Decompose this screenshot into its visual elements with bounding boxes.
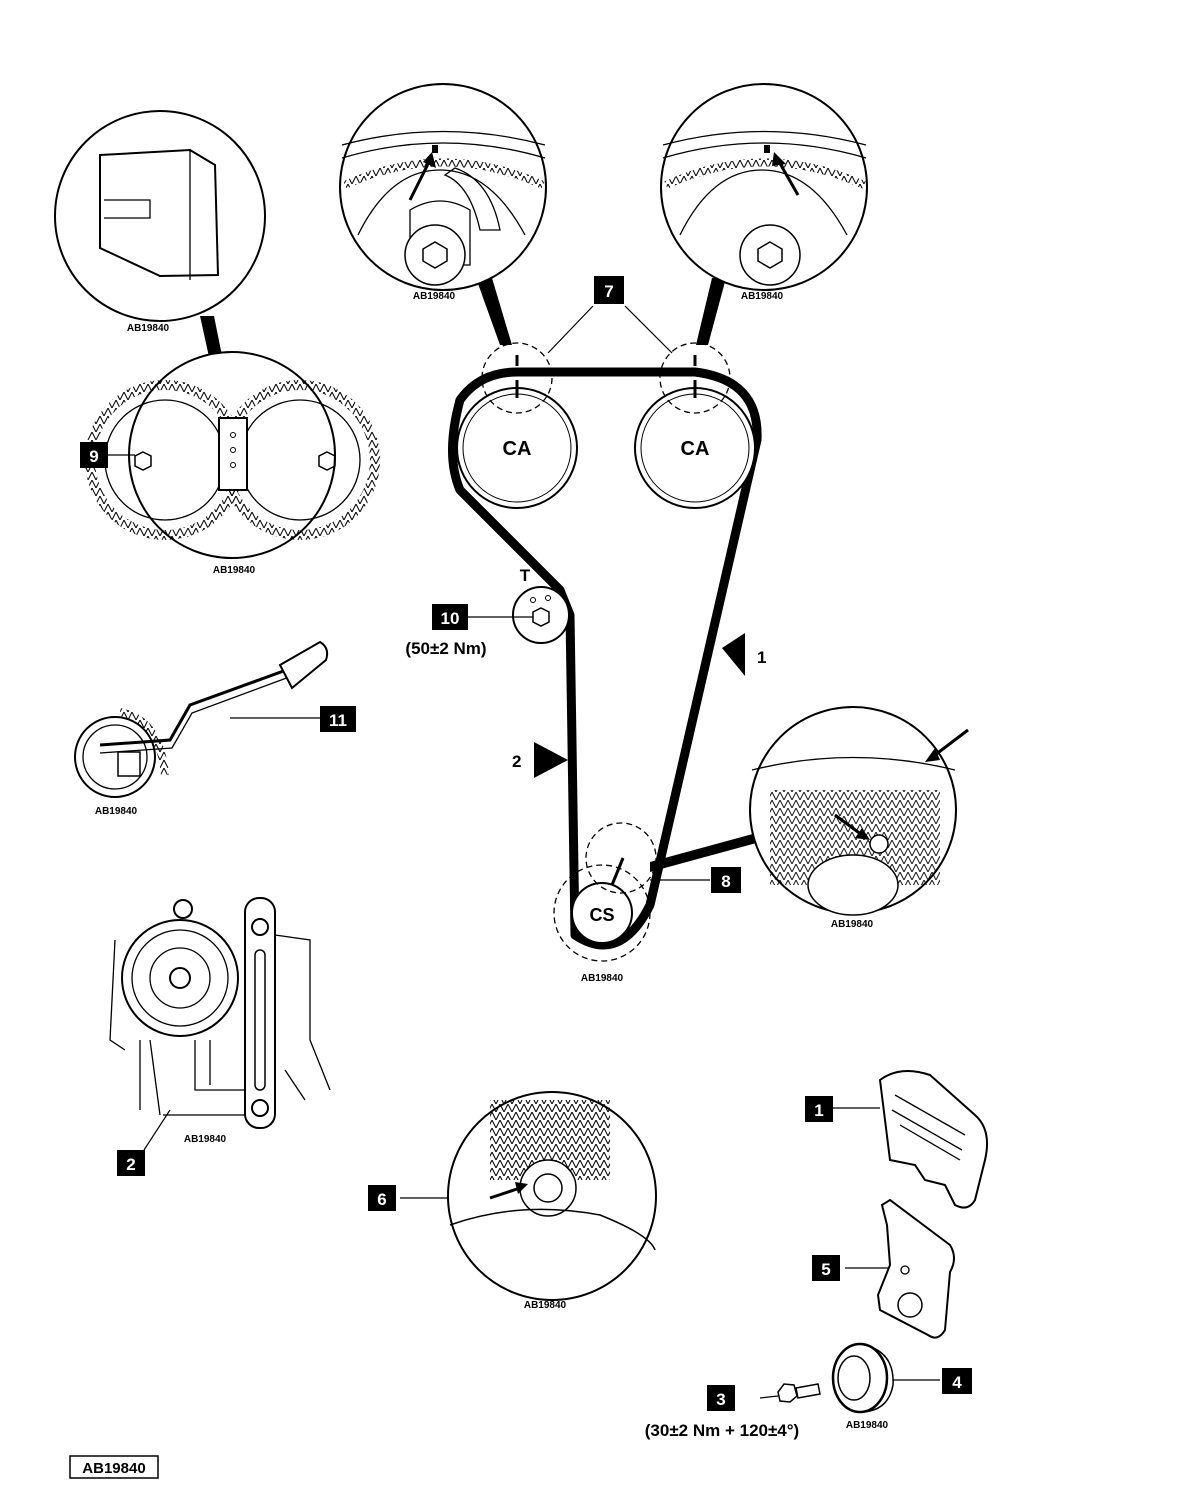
crankshaft-sprocket: [571, 882, 633, 944]
callout-1: 1: [805, 1096, 833, 1122]
callout-11: 11: [320, 706, 356, 732]
parts-exploded: AB19840: [759, 1070, 988, 1431]
tensioner-label: T: [520, 566, 531, 585]
svg-text:AB19840: AB19840: [846, 1420, 889, 1431]
svg-text:AB19840: AB19840: [581, 973, 624, 984]
figure-ref: AB19840: [82, 1460, 145, 1477]
crank-bolt: [759, 1383, 821, 1403]
callout-2: 2: [117, 1150, 145, 1176]
timing-mark-circle-right: [659, 342, 731, 414]
timing-belt: [448, 367, 762, 950]
oil-seal: [831, 1342, 889, 1414]
callout-4: 4: [942, 1368, 972, 1394]
callout-3: 3: [707, 1385, 735, 1411]
detail-cam-left: AB19840: [339, 83, 547, 345]
callout-10: 10: [432, 604, 533, 630]
callout-7: 7: [594, 276, 624, 304]
callout-6: 6: [368, 1185, 396, 1211]
camshaft-left-label: CA: [503, 438, 532, 460]
svg-text:2: 2: [126, 1155, 135, 1174]
svg-text:10: 10: [441, 609, 460, 628]
timing-cover: [878, 1070, 988, 1209]
direction-arrow-1: [722, 633, 745, 676]
callout-9: 9: [80, 442, 108, 468]
svg-text:AB19840: AB19840: [831, 919, 874, 930]
svg-text:AB19840: AB19840: [127, 323, 170, 334]
svg-text:8: 8: [721, 872, 730, 891]
detail-tensioner-wrench: AB19840: [74, 640, 329, 817]
svg-text:4: 4: [952, 1373, 962, 1392]
svg-text:AB19840: AB19840: [184, 1134, 227, 1145]
tensioner-bracket: [876, 1198, 955, 1339]
detail-cam-right: AB19840: [660, 83, 868, 345]
svg-text:AB19840: AB19840: [413, 291, 456, 302]
svg-text:9: 9: [89, 447, 98, 466]
detail-crank-pin: AB19840: [650, 706, 969, 930]
svg-text:AB19840: AB19840: [741, 291, 784, 302]
callout-5: 5: [812, 1255, 840, 1281]
timing-mark-circle-left: [481, 342, 553, 414]
svg-text:7: 7: [604, 282, 613, 301]
svg-text:AB19840: AB19840: [95, 806, 138, 817]
callouts: 1 2 3 4 5 6 7 8 9 10 11: [80, 276, 972, 1411]
svg-text:2: 2: [512, 752, 521, 771]
svg-text:1: 1: [814, 1101, 823, 1120]
detail-engine-front: AB19840: [109, 897, 331, 1151]
svg-text:AB19840: AB19840: [524, 1300, 567, 1311]
main-belt-layout: CA CA T CS AB19840 1 2: [448, 305, 766, 984]
svg-text:1: 1: [757, 648, 766, 667]
callout-8: 8: [711, 867, 741, 893]
crankshaft-label: CS: [589, 905, 614, 925]
crank-bolt-torque-text: (30±2 Nm + 120±4°): [645, 1421, 799, 1440]
figure-ref-box: [69, 1455, 159, 1479]
svg-text:3: 3: [716, 1390, 725, 1409]
camshaft-right-label: CA: [681, 438, 710, 460]
detail-locking-tool: AB19840 AB19840: [54, 110, 380, 576]
tensioner-pulley: [512, 586, 570, 644]
svg-text:11: 11: [329, 711, 347, 730]
svg-text:5: 5: [821, 1260, 830, 1279]
tensioner-torque-text: (50±2 Nm): [405, 639, 486, 658]
svg-text:6: 6: [377, 1190, 386, 1209]
direction-arrow-2: [534, 742, 568, 778]
detail-crank-sprocket: AB19840: [400, 1091, 657, 1311]
svg-text:AB19840: AB19840: [213, 565, 256, 576]
